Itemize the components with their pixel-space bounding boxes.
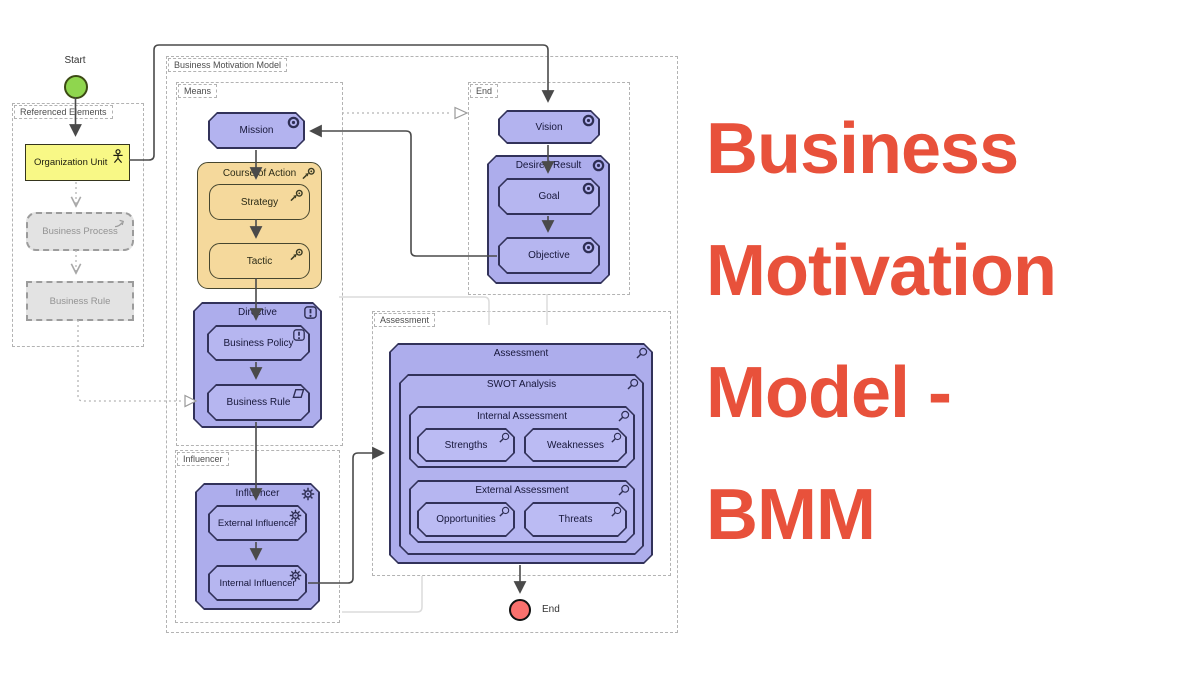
gear-icon	[289, 569, 302, 582]
node-business-rule: Business Rule	[207, 384, 310, 421]
node-label: Strategy	[240, 196, 279, 208]
node-business-policy: Business Policy	[207, 325, 310, 361]
node-fill	[210, 567, 306, 600]
node-fill	[500, 239, 599, 273]
process-arrow-icon	[113, 218, 127, 228]
target-icon	[592, 159, 605, 172]
node-label: Strengths	[444, 439, 488, 451]
node-vision: Vision	[498, 110, 600, 144]
magnifier-icon	[498, 506, 510, 518]
node-label: External Influencer	[217, 517, 298, 529]
node-label: Internal Assessment	[476, 411, 568, 422]
target-icon	[582, 114, 595, 127]
arrow-target-icon	[301, 167, 316, 180]
group-label-means: Means	[178, 84, 218, 98]
node-label: Threats	[558, 514, 593, 525]
node-strengths: Strengths	[417, 428, 515, 462]
start-label: Start	[64, 55, 86, 66]
magnifier-icon	[498, 432, 510, 444]
node-fill	[419, 430, 514, 461]
node-label: Goal	[538, 191, 560, 202]
node-label: External Assessment	[475, 485, 569, 496]
parallelogram-icon	[290, 388, 305, 399]
exclamation-icon	[293, 329, 305, 341]
group-assessment	[372, 311, 671, 576]
node-fill	[526, 430, 626, 461]
title-line-3: Model -	[706, 353, 952, 433]
end-label: End	[542, 604, 560, 615]
exclamation-icon	[304, 306, 317, 319]
node-fill	[209, 327, 309, 360]
node-label: Business Policy	[223, 337, 294, 349]
node-label: Vision	[535, 121, 563, 133]
gear-icon	[289, 509, 302, 522]
node-fill	[526, 504, 626, 536]
node-fill	[209, 386, 309, 420]
node-label: Business Process	[42, 226, 118, 237]
end-event	[509, 599, 531, 621]
node-label: Tactic	[246, 255, 273, 267]
node-goal: Goal	[498, 178, 600, 215]
node-label: Organization Unit	[34, 157, 108, 168]
gear-icon	[301, 487, 315, 501]
magnifier-icon	[617, 410, 630, 423]
title-line-4: BMM	[706, 475, 876, 555]
node-objective: Objective	[498, 237, 600, 274]
node-organization-unit: Organization Unit	[25, 144, 130, 181]
magnifier-icon	[626, 378, 639, 391]
node-business-rule-referenced: Business Rule	[26, 281, 134, 321]
page-title: Business Motivation Model - BMM	[706, 88, 1196, 576]
node-label: Directive	[238, 307, 277, 318]
title-line-1: Business	[706, 109, 1019, 189]
start-event	[64, 75, 88, 99]
magnifier-icon	[617, 484, 630, 497]
actor-icon	[112, 149, 124, 164]
magnifier-icon	[610, 506, 622, 518]
node-external-influencer: External Influencer	[208, 505, 307, 541]
node-threats: Threats	[524, 502, 627, 537]
group-label-business-motivation-model: Business Motivation Model	[168, 58, 288, 72]
node-label: Internal Influencer	[219, 577, 296, 589]
magnifier-icon	[635, 347, 648, 360]
title-line-2: Motivation	[706, 231, 1057, 311]
node-tactic: Tactic	[209, 243, 310, 279]
group-label-end: End	[470, 84, 499, 98]
target-icon	[582, 241, 595, 254]
magnifier-icon	[610, 432, 622, 444]
target-icon	[287, 116, 300, 129]
node-opportunities: Opportunities	[417, 502, 515, 537]
group-label-referenced-elements: Referenced Elements	[14, 105, 113, 119]
node-strategy: Strategy	[209, 184, 310, 220]
node-fill	[500, 180, 599, 214]
group-label-assessment: Assessment	[374, 313, 436, 327]
arrow-target-icon	[289, 189, 304, 202]
node-label: Business Rule	[49, 295, 111, 307]
node-internal-influencer: Internal Influencer	[208, 565, 307, 601]
node-label: Business Rule	[226, 397, 291, 408]
node-fill	[419, 504, 514, 536]
node-label: Opportunities	[436, 514, 496, 525]
node-label: Objective	[528, 250, 570, 261]
group-label-influencer: Influencer	[177, 452, 229, 466]
node-label: SWOT Analysis	[486, 379, 557, 390]
node-label: Weaknesses	[546, 439, 605, 451]
node-mission: Mission	[208, 112, 305, 149]
node-business-process: Business Process	[26, 212, 134, 251]
node-weaknesses: Weaknesses	[524, 428, 627, 462]
target-icon	[582, 182, 595, 195]
node-label: Assessment	[493, 348, 549, 359]
arrow-target-icon	[289, 248, 304, 261]
node-fill	[210, 507, 306, 540]
